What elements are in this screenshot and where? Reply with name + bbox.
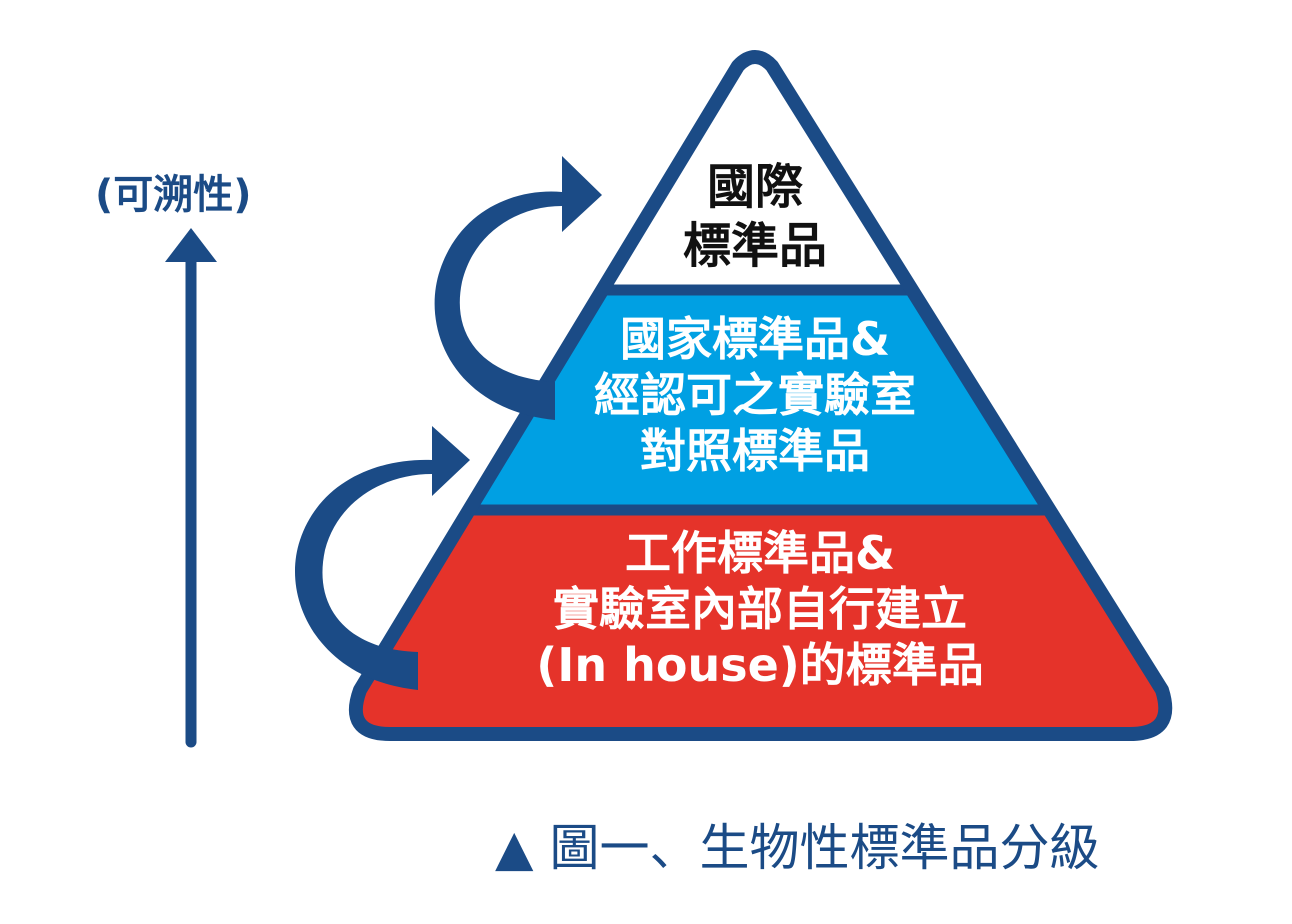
figure-caption: ▲ 圖一、生物性標準品分級 xyxy=(495,808,1255,880)
tier-middle-line-1: 國家標準品& xyxy=(619,312,891,366)
tier-bottom-line-3: (In house)的標準品 xyxy=(536,638,984,693)
tier-top-label: 國際 標準品 xyxy=(630,158,880,275)
tier-middle-label: 國家標準品& 經認可之實驗室 對照標準品 xyxy=(545,311,965,479)
traceability-arrow-head xyxy=(165,228,217,262)
caption-triangle-icon: ▲ xyxy=(495,819,534,877)
pyramid-outline xyxy=(348,50,1173,741)
tier-top-line-1: 國際 xyxy=(706,159,803,215)
tier-middle-line-3: 對照標準品 xyxy=(640,424,870,479)
tier-bottom-label: 工作標準品& 實驗室內部自行建立 (In house)的標準品 xyxy=(480,525,1040,693)
curved-arrow-lower xyxy=(294,426,470,690)
tier-bottom-line-2: 實驗室內部自行建立 xyxy=(553,582,967,637)
tier-middle-line-2: 經認可之實驗室 xyxy=(594,368,916,423)
curved-arrow-upper xyxy=(434,156,602,420)
traceability-label: (可溯性) xyxy=(95,172,252,218)
tier-bottom-fill xyxy=(355,510,1166,734)
tier-bottom-line-1: 工作標準品& xyxy=(624,526,896,580)
caption-text: 圖一、生物性標準品分級 xyxy=(549,819,1100,877)
tier-top-line-2: 標準品 xyxy=(682,217,827,274)
